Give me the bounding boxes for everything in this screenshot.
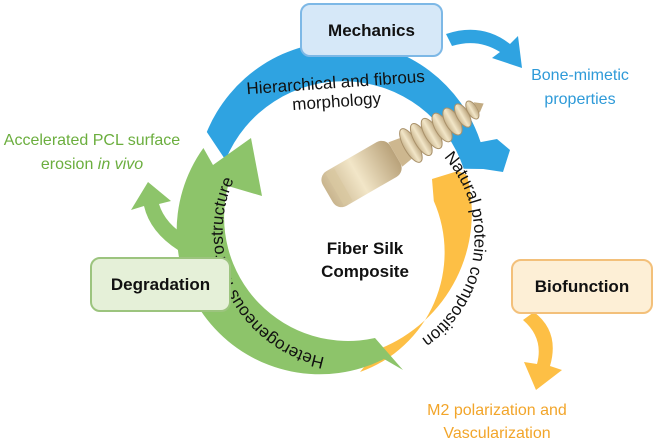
biofunction-box: Biofunction xyxy=(511,259,653,314)
pcl-erosion-line1: Accelerated PCL surface xyxy=(4,132,180,149)
ring-segment-mechanics xyxy=(206,41,511,172)
pcl-erosion-line2: erosion in vivo xyxy=(41,156,143,173)
arrow-to-bone-mimetic xyxy=(446,29,522,68)
ring-segment-biofunction xyxy=(360,171,472,372)
ring-segment-degradation xyxy=(176,138,403,375)
m2-polarization-line1: M2 polarization and xyxy=(427,402,567,419)
bone-mimetic-line2: properties xyxy=(544,91,615,108)
bone-mimetic-line1: Bone-mimetic xyxy=(531,67,629,84)
mechanics-box: Mechanics xyxy=(300,3,443,57)
degradation-box: Degradation xyxy=(90,257,231,312)
center-label-line1: Fiber Silk xyxy=(327,239,404,258)
pcl-erosion-prefix: erosion xyxy=(41,156,98,173)
biofunction-label: Biofunction xyxy=(535,277,629,296)
arrow-to-pcl-erosion xyxy=(131,182,189,250)
arrow-to-m2-polarization xyxy=(523,312,562,390)
m2-polarization-line2: Vascularization xyxy=(443,425,550,442)
pcl-erosion-italic: in vivo xyxy=(98,156,143,173)
bone-screw-image xyxy=(321,100,484,208)
mechanics-label: Mechanics xyxy=(328,21,415,40)
center-label-line2: Composite xyxy=(321,262,409,281)
degradation-label: Degradation xyxy=(111,275,210,294)
